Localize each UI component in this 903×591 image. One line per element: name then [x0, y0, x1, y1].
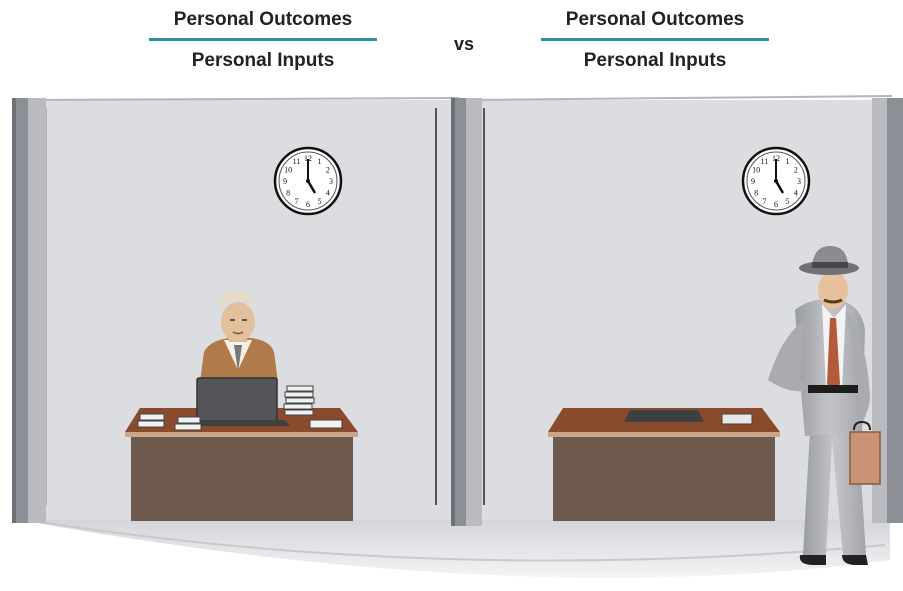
equity-ratio-right: Personal Outcomes Personal Inputs [540, 8, 770, 73]
clock-numeral: 11 [293, 157, 301, 166]
clock-numeral: 4 [794, 189, 798, 198]
ratio-left-numerator: Personal Outcomes [173, 9, 353, 30]
clock-numeral: 12 [772, 154, 780, 163]
clock-numeral: 9 [283, 177, 287, 186]
clock-numeral: 9 [751, 177, 755, 186]
floor [20, 520, 890, 578]
document-stack-icon [137, 385, 343, 431]
comparison-separator: vs [453, 34, 475, 54]
laptop-icon [185, 377, 290, 426]
clock-numeral: 11 [761, 157, 769, 166]
left-pillar [12, 98, 46, 523]
clock-numeral: 7 [763, 197, 767, 206]
clock-numeral: 6 [306, 200, 310, 209]
clock-numeral: 4 [326, 189, 330, 198]
ratio-right-fraction-bar [541, 38, 769, 41]
departing-worker [768, 246, 881, 565]
clock-numeral: 6 [774, 200, 778, 209]
briefcase-icon [849, 420, 881, 485]
clock-numeral: 5 [318, 197, 322, 206]
seated-worker [200, 292, 278, 382]
equity-ratio-left: Personal Outcomes Personal Inputs [148, 8, 378, 73]
clock-numeral: 2 [326, 166, 330, 175]
clock-numeral: 2 [794, 166, 798, 175]
clock-numeral: 8 [286, 189, 290, 198]
ratio-left-denominator: Personal Inputs [191, 50, 335, 71]
center-pillar [451, 98, 482, 526]
clock-numeral: 3 [329, 177, 333, 186]
clock-numeral: 3 [797, 177, 801, 186]
clock-numeral: 10 [284, 166, 292, 175]
clock-numeral: 1 [318, 157, 322, 166]
clock-numeral: 5 [786, 197, 790, 206]
right-pillar [872, 98, 903, 523]
clock-numeral: 10 [752, 166, 760, 175]
ratio-left-fraction-bar [149, 38, 377, 41]
clock-numeral: 1 [786, 157, 790, 166]
ratio-right-denominator: Personal Inputs [583, 50, 727, 71]
clock-numeral: 7 [295, 197, 299, 206]
clock-numeral: 8 [754, 189, 758, 198]
right-desk [548, 408, 780, 521]
clock-numeral: 12 [304, 154, 312, 163]
ratio-right-numerator: Personal Outcomes [565, 9, 745, 30]
